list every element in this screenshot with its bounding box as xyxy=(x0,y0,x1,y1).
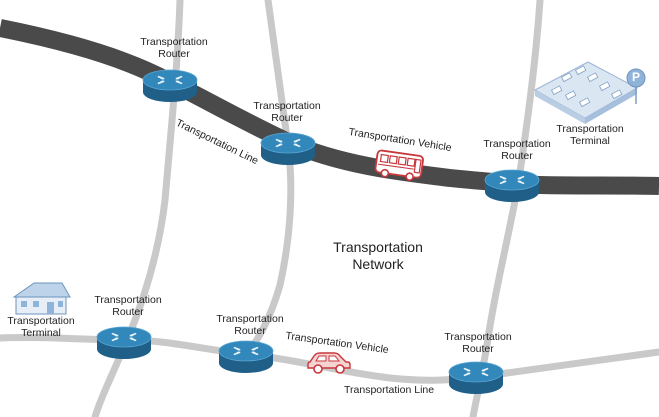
router-icon xyxy=(260,132,316,166)
main-road xyxy=(0,19,659,195)
network-title: Transportation Network xyxy=(333,239,423,272)
router-icon xyxy=(96,326,152,360)
router-label: Transportation Router xyxy=(216,313,284,337)
router-icon xyxy=(484,169,540,203)
line-label: Transportation Line xyxy=(344,384,435,396)
router-icon xyxy=(218,340,274,374)
terminal-label: Transportation Terminal xyxy=(7,315,75,339)
car-icon xyxy=(307,352,351,374)
router-label: Transportation Router xyxy=(140,36,208,60)
parking-sign-letter: P xyxy=(631,70,640,84)
router-label: Transportation Router xyxy=(94,294,162,318)
parking-lot-icon xyxy=(533,61,646,124)
house-icon xyxy=(12,282,71,315)
parking-icon xyxy=(626,68,646,88)
router-icon xyxy=(142,69,198,103)
bus-icon xyxy=(374,149,424,181)
terminal-label: Transportation Terminal xyxy=(556,123,624,147)
router-label: Transportation Router xyxy=(483,138,551,162)
router-label: Transportation Router xyxy=(444,331,512,355)
road-vertical-2 xyxy=(241,0,295,361)
router-label: Transportation Router xyxy=(253,100,321,124)
router-icon xyxy=(448,361,504,395)
